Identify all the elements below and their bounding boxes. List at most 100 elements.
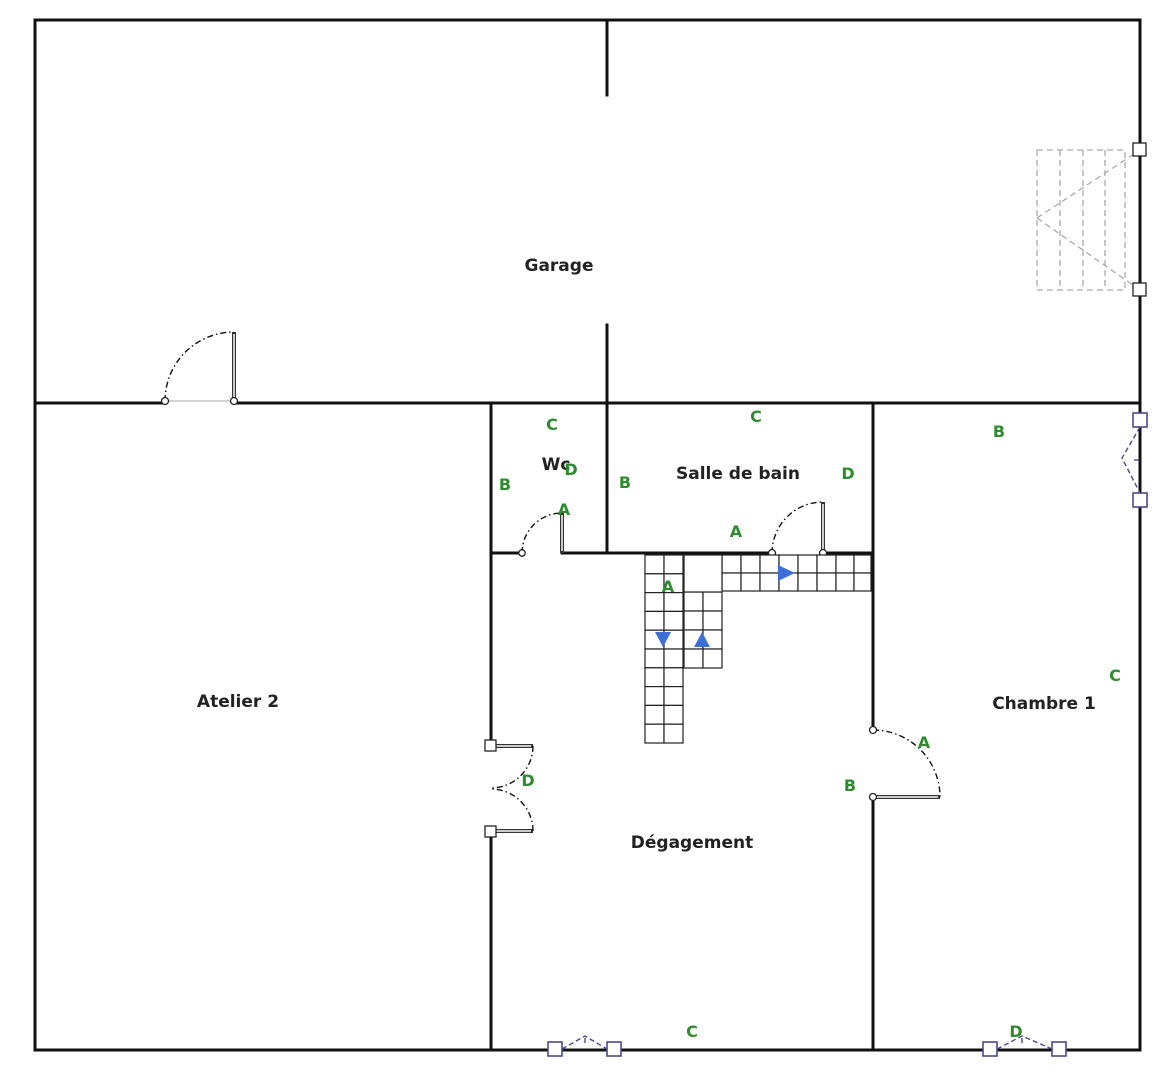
stair-tread <box>644 667 665 688</box>
door-hinge <box>868 725 878 735</box>
door-swing-arc <box>164 331 235 402</box>
door-chambre <box>868 725 941 802</box>
stair-tread <box>759 572 780 592</box>
stair-tread <box>683 648 704 669</box>
window-swing <box>996 1035 1053 1050</box>
stair-tread <box>644 648 665 669</box>
stair-tread <box>663 685 684 706</box>
stair-tread <box>644 610 665 631</box>
stair-tread <box>644 685 665 706</box>
wall-marker: A <box>558 500 571 519</box>
room-label-atelier: Atelier 2 <box>197 692 279 712</box>
wall-marker: C <box>686 1022 698 1041</box>
stair-tread <box>835 554 855 574</box>
window-swing <box>561 1035 608 1050</box>
stair-tread <box>759 554 780 574</box>
wall-marker: C <box>546 415 558 434</box>
ghost-stair-diagonal <box>1036 217 1141 291</box>
window-degagement-south <box>547 1035 622 1057</box>
wall-marker: B <box>844 776 856 795</box>
stair-tread <box>740 554 761 574</box>
room-label-salle-de-bain: Salle de bain <box>676 464 800 484</box>
door-salle-de-bain <box>767 501 828 558</box>
stair-tread <box>683 554 723 593</box>
stair-tread <box>797 572 818 592</box>
door-swing-arc <box>490 745 534 789</box>
window-post <box>606 1041 622 1057</box>
window-swing <box>1121 426 1141 494</box>
wall-marker: D <box>564 460 577 479</box>
wall-marker: D <box>1009 1022 1022 1041</box>
door-swing-arc <box>521 512 563 554</box>
wall-marker: D <box>841 464 854 483</box>
ghost-stair-outline <box>1036 149 1126 291</box>
room-label-garage: Garage <box>525 256 594 276</box>
door-hinge <box>160 396 170 406</box>
window-post <box>1132 492 1148 508</box>
stair-tread <box>721 554 742 574</box>
wall-markers: C D B A C B D A A D C B C A B D <box>499 407 1121 1041</box>
door-hinge <box>518 549 526 557</box>
door-swing-arc <box>771 501 824 554</box>
stair-tread <box>702 591 723 612</box>
window-chambre-south <box>982 1035 1067 1057</box>
stair-tread <box>797 554 818 574</box>
wall-marker: B <box>619 473 631 492</box>
stair-tread <box>853 554 872 574</box>
staircase <box>644 554 872 744</box>
door-hinge <box>229 396 239 406</box>
door-hinge <box>868 792 878 802</box>
stair-tread <box>644 723 665 744</box>
stair-tread <box>835 572 855 592</box>
stair-tread <box>663 667 684 688</box>
room-label-chambre: Chambre 1 <box>992 694 1096 714</box>
stair-arrow-up-icon <box>694 632 710 647</box>
room-labels: Garage Atelier 2 Wc Salle de bain Dégage… <box>197 256 1096 853</box>
stair-tread <box>644 554 665 575</box>
wall-marker: A <box>918 733 931 752</box>
stair-arrows <box>655 565 795 647</box>
garage-ghost-stair <box>1036 142 1147 297</box>
stair-tread <box>683 591 704 612</box>
stair-tread <box>740 572 761 592</box>
wall-marker: D <box>521 771 534 790</box>
window-post <box>1051 1041 1067 1057</box>
window-post <box>982 1041 998 1057</box>
stair-tread <box>663 610 684 631</box>
wall-marker: B <box>993 422 1005 441</box>
door-wc <box>518 512 564 557</box>
window-post <box>547 1041 563 1057</box>
door-atelier-degagement <box>484 739 534 838</box>
door-swing-arc <box>490 788 534 832</box>
stair-arrow-right-icon <box>778 565 795 581</box>
stair-tread <box>683 610 704 631</box>
door-hinge <box>484 739 497 752</box>
wall-marker: B <box>499 475 511 494</box>
wall-marker: C <box>1109 666 1121 685</box>
wall-post <box>1132 282 1147 297</box>
door-hinge <box>484 825 497 838</box>
stair-tread <box>644 704 665 725</box>
stair-tread <box>663 648 684 669</box>
stair-tread <box>663 723 684 744</box>
door-garage-atelier <box>160 331 239 406</box>
window-post <box>1132 412 1148 428</box>
exterior-wall <box>33 18 1142 1052</box>
wall-post <box>1132 142 1147 157</box>
room-label-degagement: Dégagement <box>631 833 753 853</box>
stair-tread <box>721 572 742 592</box>
stair-tread <box>853 572 872 592</box>
wall-marker: A <box>730 522 743 541</box>
window-chambre-east <box>1121 412 1148 508</box>
exterior-walls <box>33 18 1142 1052</box>
stair-tread <box>663 554 684 575</box>
interior-walls <box>33 18 1142 1052</box>
stair-tread <box>702 648 723 669</box>
wall-marker: A <box>662 577 675 596</box>
wall-marker: C <box>750 407 762 426</box>
stair-tread <box>816 572 837 592</box>
stair-tread <box>663 704 684 725</box>
stair-arrow-down-icon <box>655 632 671 647</box>
stair-tread <box>816 554 837 574</box>
